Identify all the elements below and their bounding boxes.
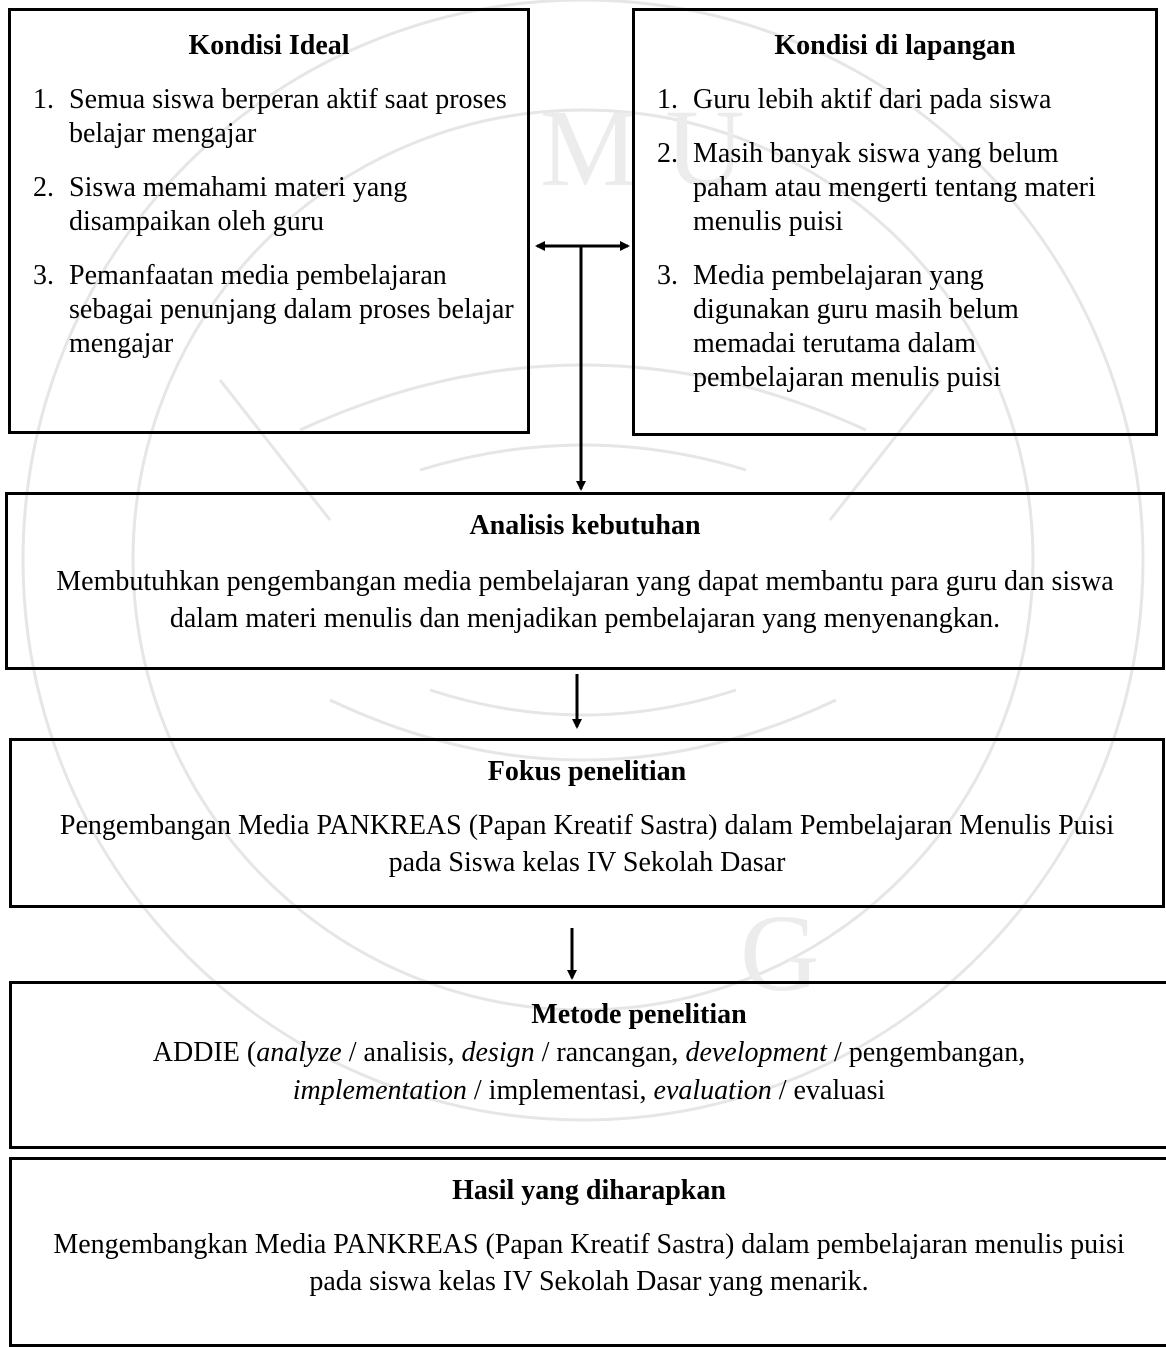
item-text: Pemanfaatan media pembelajaran sebagai p… bbox=[69, 260, 514, 359]
item-number: 1. bbox=[33, 84, 54, 115]
ideal-box: Kondisi Ideal 1. Semua siswa berperan ak… bbox=[8, 8, 530, 434]
method-box: Metode penelitian ADDIE (analyze / anali… bbox=[9, 981, 1166, 1149]
item-text: Semua siswa berperan aktif saat proses b… bbox=[69, 84, 507, 149]
analysis-title: Analisis kebutuhan bbox=[469, 510, 701, 541]
item-text: Masih banyak siswa yang belum paham atau… bbox=[693, 138, 1096, 237]
item-number: 2. bbox=[657, 138, 678, 169]
method-sep: / pengembangan, bbox=[826, 1037, 1026, 1068]
ideal-item: 1. Semua siswa berperan aktif saat prose… bbox=[11, 83, 527, 151]
method-sep: / rancangan, bbox=[534, 1037, 686, 1068]
method-term: design bbox=[461, 1037, 535, 1068]
method-term: implementation bbox=[292, 1075, 467, 1106]
analysis-text: Membutuhkan pengembangan media pembelaja… bbox=[56, 566, 1114, 634]
focus-text: Pengembangan Media PANKREAS (Papan Kreat… bbox=[59, 810, 1115, 878]
focus-box: Fokus penelitian Pengembangan Media PANK… bbox=[9, 738, 1165, 908]
result-box: Hasil yang diharapkan Mengembangkan Medi… bbox=[9, 1157, 1166, 1347]
focus-title: Fokus penelitian bbox=[487, 756, 687, 787]
item-number: 3. bbox=[657, 260, 678, 291]
field-item: 3. Media pembelajaran yang digunakan gur… bbox=[635, 259, 1155, 395]
item-text: Guru lebih aktif dari pada siswa bbox=[693, 84, 1052, 115]
field-item: 1. Guru lebih aktif dari pada siswa bbox=[635, 83, 1155, 117]
ideal-item: 3. Pemanfaatan media pembelajaran sebaga… bbox=[11, 259, 527, 361]
method-sep: / evaluasi bbox=[771, 1075, 886, 1106]
method-sep: / implementasi, bbox=[466, 1075, 654, 1106]
method-prefix: ADDIE ( bbox=[152, 1037, 257, 1068]
method-sep: / analisis, bbox=[341, 1037, 462, 1068]
result-text: Mengembangkan Media PANKREAS (Papan Krea… bbox=[53, 1229, 1125, 1297]
item-text: Media pembelajaran yang digunakan guru m… bbox=[693, 260, 1019, 393]
ideal-item: 2. Siswa memahami materi yang disampaika… bbox=[11, 171, 527, 239]
method-title: Metode penelitian bbox=[531, 999, 747, 1030]
result-title: Hasil yang diharapkan bbox=[452, 1175, 726, 1206]
method-term: development bbox=[685, 1037, 827, 1068]
method-term: analyze bbox=[256, 1037, 342, 1068]
field-item: 2. Masih banyak siswa yang belum paham a… bbox=[635, 137, 1155, 239]
item-number: 2. bbox=[33, 172, 54, 203]
item-number: 1. bbox=[657, 84, 678, 115]
field-title: Kondisi di lapangan bbox=[774, 30, 1016, 61]
method-term: evaluation bbox=[653, 1075, 772, 1106]
analysis-box: Analisis kebutuhan Membutuhkan pengemban… bbox=[5, 492, 1165, 670]
method-text: ADDIE (analyze / analisis, design / ranc… bbox=[22, 1034, 1156, 1110]
item-number: 3. bbox=[33, 260, 54, 291]
field-box: Kondisi di lapangan 1. Guru lebih aktif … bbox=[632, 8, 1158, 436]
ideal-title: Kondisi Ideal bbox=[188, 30, 350, 61]
item-text: Siswa memahami materi yang disampaikan o… bbox=[69, 172, 408, 237]
